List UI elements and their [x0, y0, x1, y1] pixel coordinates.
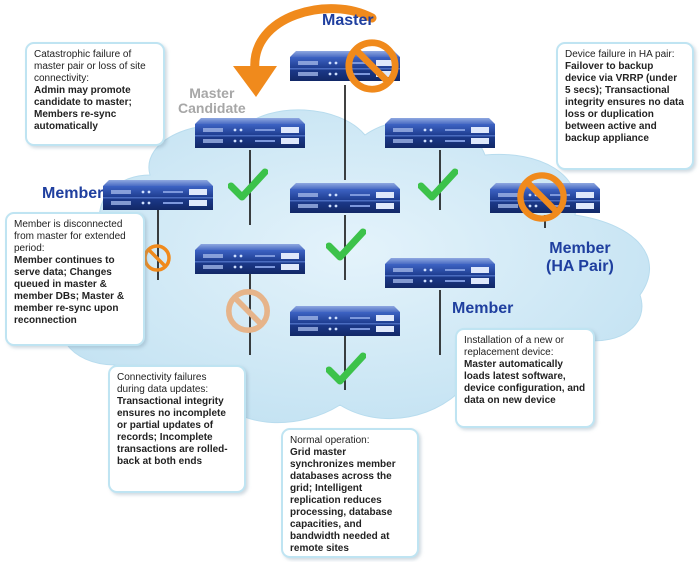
callout-body: Transactional integrity ensures no incom…: [117, 396, 228, 467]
member-ha-label: Member (HA Pair): [546, 240, 614, 276]
callout-body: Failover to backup device via VRRP (unde…: [565, 61, 684, 144]
installation-callout: Installation of a new or replacement dev…: [455, 328, 595, 428]
disconnected-member-callout: Member is disconnected from master for e…: [5, 212, 145, 346]
member-right-appliance-icon: [385, 258, 495, 288]
member-center-appliance-icon: [290, 183, 400, 213]
callout-body: Member continues to serve data; Changes …: [14, 255, 125, 326]
master-candidate-label-line2: Candidate: [178, 100, 246, 116]
member-bottom-appliance-icon: [290, 306, 400, 336]
member-ha-label-line2: (HA Pair): [546, 258, 614, 275]
master-candidate-label: Master Candidate: [178, 86, 246, 116]
callout-heading: Installation of a new or replacement dev…: [464, 335, 565, 358]
master-label: Master: [322, 12, 374, 29]
master-candidate-appliance-icon: [195, 118, 305, 148]
callout-heading: Member is disconnected from master for e…: [14, 219, 126, 254]
member-left-appliance-icon: [103, 180, 213, 210]
member-appliance-icon: [385, 118, 495, 148]
callout-body: Master automatically loads latest softwa…: [464, 359, 586, 406]
device-failure-callout: Device failure in HA pair: Failover to b…: [556, 42, 694, 170]
member-ha-label-line1: Member: [549, 240, 611, 257]
member-right-label: Member: [452, 300, 514, 317]
member-left-label: Member: [42, 185, 104, 202]
master-candidate-label-line1: Master: [189, 85, 235, 101]
callout-heading: Catastrophic failure of master pair or l…: [34, 49, 146, 84]
callout-heading: Connectivity failures during data update…: [117, 372, 209, 395]
callout-body: Grid master synchronizes member database…: [290, 447, 396, 554]
callout-body: Admin may promote candidate to master; M…: [34, 85, 132, 132]
catastrophic-failure-callout: Catastrophic failure of master pair or l…: [25, 42, 165, 146]
member-lower-appliance-icon: [195, 244, 305, 274]
failover-arrow-icon: [233, 4, 377, 97]
callout-heading: Device failure in HA pair:: [565, 49, 675, 60]
connectivity-failures-callout: Connectivity failures during data update…: [108, 365, 246, 493]
callout-heading: Normal operation:: [290, 435, 370, 446]
normal-operation-callout: Normal operation: Grid master synchroniz…: [281, 428, 419, 558]
